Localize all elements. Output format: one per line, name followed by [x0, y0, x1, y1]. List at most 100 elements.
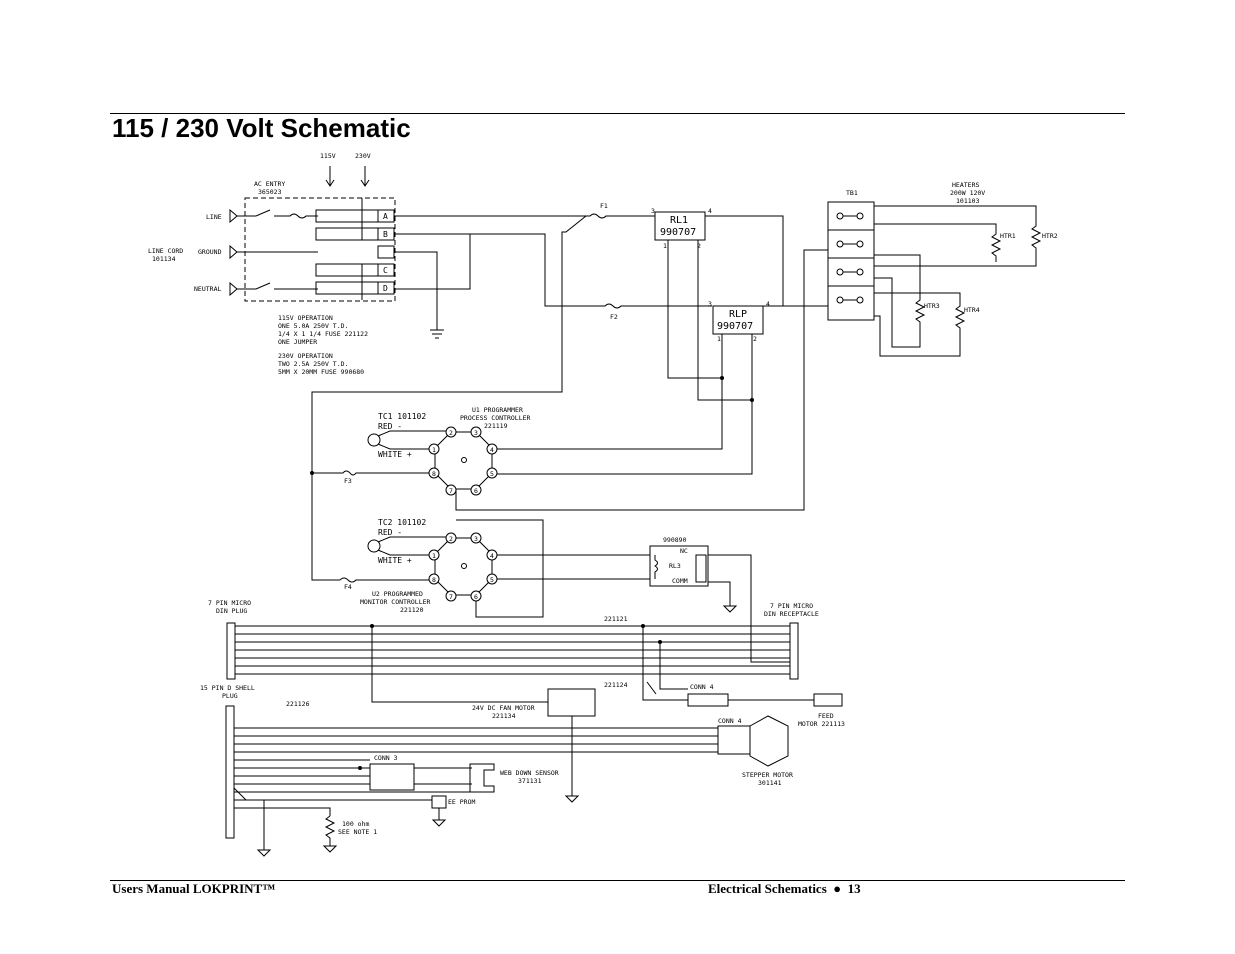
wire-rlp-to-u1	[455, 306, 805, 511]
htr1-label: HTR1	[1000, 232, 1016, 240]
tc1-leads	[377, 430, 450, 450]
terminal-c-label: C	[383, 266, 388, 275]
u2-pin2: 2	[449, 535, 453, 543]
stepper-label: STEPPER MOTOR	[742, 771, 793, 779]
op115-line3: 1/4 X 1 1/4 FUSE 221122	[278, 330, 368, 338]
wire-rl1-out	[705, 215, 828, 307]
heater-htr4	[874, 292, 966, 357]
footer-section: Electrical Schematics	[708, 881, 827, 896]
tb1-screws	[836, 212, 864, 304]
stepper-part: 301141	[758, 779, 782, 787]
u1-pin7: 7	[449, 487, 453, 495]
u2-pin6: 6	[474, 593, 478, 601]
tc1-red: RED -	[378, 422, 402, 431]
u2-desc: MONITOR CONTROLLER	[360, 598, 431, 606]
rlp-pin4: 4	[766, 300, 770, 308]
relay-rl1	[654, 211, 706, 241]
tb1-dividers	[828, 229, 874, 287]
u1-pin5: 5	[490, 470, 494, 478]
u1-pin4: 4	[490, 446, 494, 454]
voltage-select-arrows	[325, 166, 370, 187]
terminal-c	[377, 263, 395, 277]
neutral-switch	[237, 282, 318, 290]
conn3-label: CONN 3	[374, 754, 398, 762]
fuse-f4-label: F4	[344, 583, 352, 591]
rl3-comm: COMM	[672, 577, 688, 585]
rl3-name: RL3	[669, 562, 681, 570]
u2-pin1: 1	[432, 552, 436, 560]
neutral-label: NEUTRAL	[194, 285, 221, 293]
terminal-c-body	[315, 263, 379, 277]
terminal-d-label: D	[383, 284, 388, 293]
junction-dot	[750, 398, 754, 402]
relay-rlp	[712, 305, 764, 335]
u2-pin5: 5	[490, 576, 494, 584]
page-number: 13	[847, 881, 861, 896]
heater-htr3	[874, 254, 926, 348]
fuse-f2-label: F2	[610, 313, 618, 321]
eeprom-label: EE PROM	[448, 798, 475, 806]
dshell-body	[225, 705, 235, 839]
wire-rlp-out	[763, 249, 828, 307]
wire-rl3-out	[708, 554, 790, 663]
rlp-pin3: 3	[708, 300, 712, 308]
eeprom	[431, 795, 447, 809]
op115-line4: ONE JUMPER	[278, 338, 317, 346]
line-cord-label: LINE CORD	[148, 247, 183, 255]
resistor-label: 100 ohm	[342, 820, 369, 828]
relay-rlp-name: RLP	[729, 309, 747, 320]
u1-part: 221119	[484, 422, 508, 430]
top-rule	[110, 113, 1125, 114]
din-plug-body	[226, 622, 236, 680]
ground-symbol	[394, 251, 444, 339]
u1-pin8: 8	[432, 470, 436, 478]
wire-f3	[312, 470, 429, 476]
op230-line2: TWO 2.5A 250V T.D.	[278, 360, 348, 368]
wire-feed-motor	[642, 626, 688, 701]
ac-entry-part: 365023	[258, 188, 282, 196]
line-label: LINE	[206, 213, 222, 221]
din-plug-line2: DIN PLUG	[216, 607, 247, 615]
u2-label: U2 PROGRAMMED	[372, 590, 423, 598]
u2-pin4: 4	[490, 552, 494, 560]
tc2-junction	[367, 539, 381, 553]
u2-socket	[428, 532, 498, 602]
relay-rl1-name: RL1	[670, 215, 688, 226]
bottom-rule	[110, 880, 1125, 881]
web-sensor-part: 371131	[518, 777, 542, 785]
htr4-label: HTR4	[964, 306, 980, 314]
feed-label: FEED	[818, 712, 834, 720]
fan-motor	[547, 688, 596, 717]
ground-label: GROUND	[198, 248, 222, 256]
conn4-label-b: CONN 4	[718, 717, 742, 725]
label-230v: 230V	[355, 152, 371, 160]
fan-ground	[564, 716, 580, 803]
relay-rlp-part: 990707	[717, 321, 753, 332]
terminal-b-body	[315, 227, 379, 241]
op115-line1: 115V OPERATION	[278, 314, 333, 322]
din-bundle-wires	[235, 625, 790, 675]
stepper-motor	[749, 715, 789, 767]
dshell-line1: 15 PIN D SHELL	[200, 684, 255, 692]
op230-line3: 5MM X 20MM FUSE 990680	[278, 368, 364, 376]
conn4-label-a: CONN 4	[690, 683, 714, 691]
heaters-part: 101103	[956, 197, 980, 205]
conn4-stepper	[717, 725, 751, 755]
rl3-coil	[654, 555, 658, 579]
heater-htr2	[874, 205, 1042, 267]
dshell-line2: PLUG	[222, 692, 238, 700]
u1-label: U1 PROGRAMMER	[472, 406, 523, 414]
relay-rl3	[649, 545, 709, 587]
junction-dot	[720, 376, 724, 380]
ac-entry-label: AC ENTRY	[254, 180, 285, 188]
rl3-nc: NC	[680, 547, 688, 555]
feed-switch	[646, 681, 657, 695]
din-plug-line1: 7 PIN MICRO	[208, 599, 251, 607]
din-rec-line2: DIN RECEPTACLE	[764, 610, 819, 618]
tc1-junction	[367, 433, 381, 447]
wire-fan-supply	[371, 626, 548, 703]
rl1-pin1: 1	[663, 242, 667, 250]
u1-pin6: 6	[474, 487, 478, 495]
rl3-contact	[695, 554, 707, 583]
